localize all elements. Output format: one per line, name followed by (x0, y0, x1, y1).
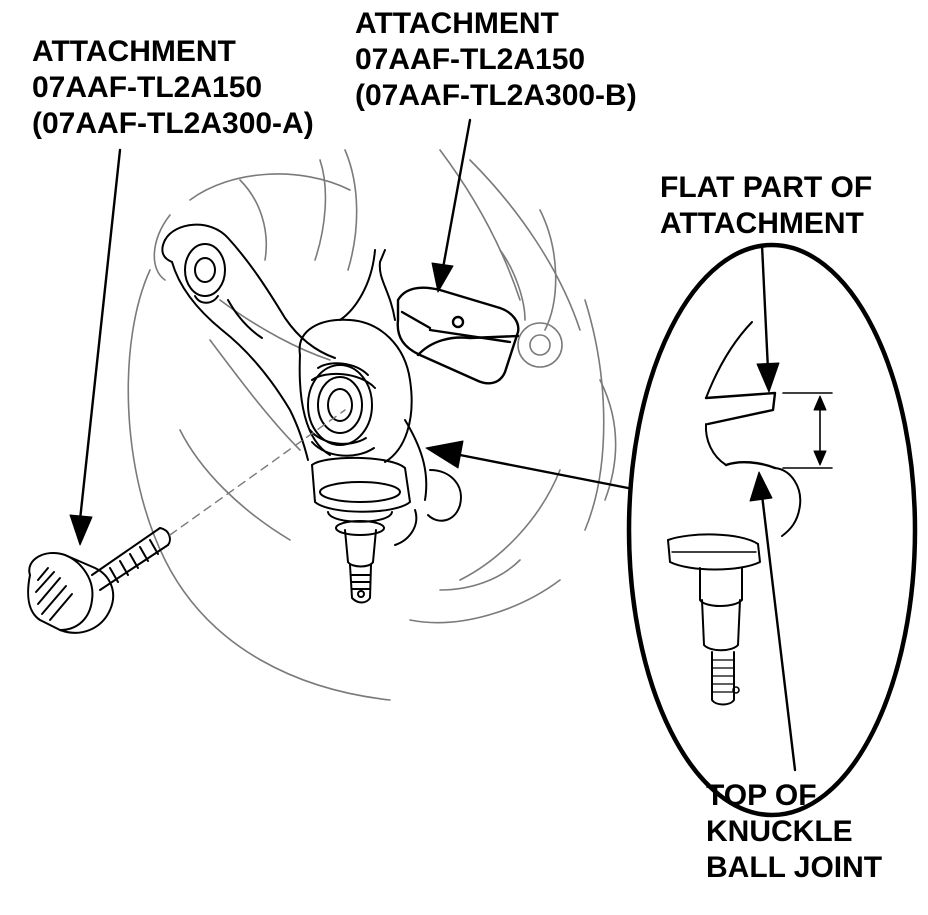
callout-attachment-a-line2: 07AAF-TL2A150 (32, 71, 263, 104)
background-linework (127, 149, 617, 701)
callout-flat-part: FLAT PART OF ATTACHMENT (660, 170, 872, 242)
callout-top-of-knuckle-line2: KNUCKLE (706, 815, 853, 848)
ball-joint-stud (311, 456, 411, 604)
callout-flat-part-line2: ATTACHMENT (660, 207, 864, 240)
callout-flat-part-line1: FLAT PART OF (660, 171, 873, 204)
callout-attachment-a-line3: (07AAF-TL2A300-A) (32, 107, 314, 140)
knuckle-body (298, 249, 462, 546)
callout-top-of-knuckle-line3: BALL JOINT (706, 851, 883, 884)
attachment-a-bolt (27, 527, 171, 634)
attachment-b-wedge (396, 286, 520, 385)
callout-attachment-a-line1: ATTACHMENT (32, 35, 236, 68)
callout-attachment-a: ATTACHMENT 07AAF-TL2A150 (07AAF-TL2A300-… (32, 34, 314, 142)
callout-attachment-b-line2: 07AAF-TL2A150 (355, 43, 586, 76)
callout-attachment-b-line3: (07AAF-TL2A300-B) (355, 79, 637, 112)
alignment-axis (169, 409, 346, 536)
leader-lines (69, 118, 797, 772)
callout-top-of-knuckle: TOP OF KNUCKLE BALL JOINT (706, 778, 882, 886)
callout-attachment-b-line1: ATTACHMENT (355, 7, 559, 40)
callout-attachment-b: ATTACHMENT 07AAF-TL2A150 (07AAF-TL2A300-… (355, 6, 637, 114)
detail-inset (626, 242, 918, 818)
control-arm (161, 223, 336, 461)
callout-top-of-knuckle-line1: TOP OF (706, 779, 817, 812)
